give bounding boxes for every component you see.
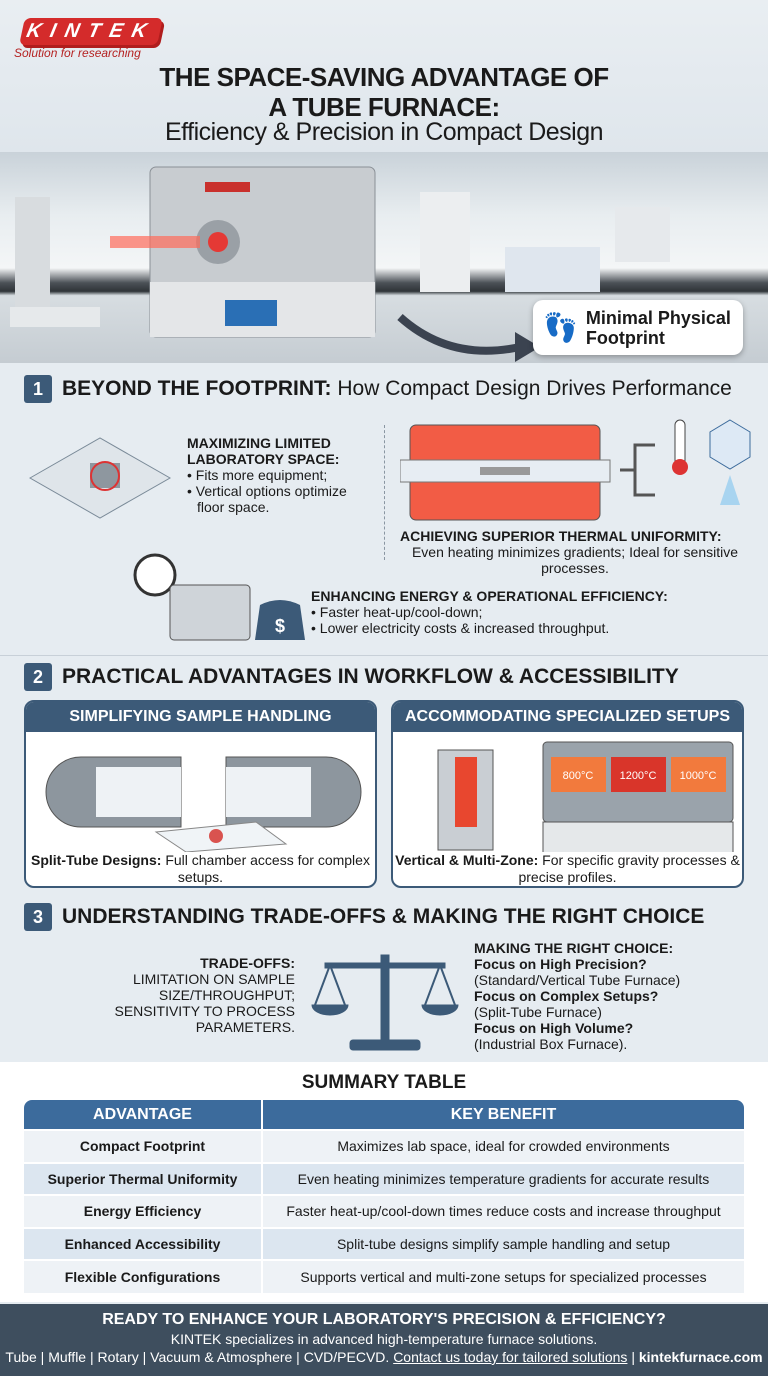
tradeoffs-heading: TRADE-OFFS: [200,955,295,971]
space-block: MAXIMIZING LIMITED LABORATORY SPACE: • F… [187,435,377,515]
kintek-logo[interactable]: KINTEK [19,18,163,45]
choice-answer: (Industrial Box Furnace). [474,1036,628,1052]
space-heading: MAXIMIZING LIMITED LABORATORY SPACE: [187,435,340,467]
lab-scene-illustration [10,166,670,362]
footprint-icon: 👣 [543,312,578,343]
section-1-header: 1 BEYOND THE FOOTPRINT: How Compact Desi… [24,374,732,404]
column-header: ADVANTAGE [24,1100,263,1130]
website-link[interactable]: kintekfurnace.com [638,1349,763,1365]
split-tube-card: SIMPLIFYING SAMPLE HANDLING Split-Tube D… [24,700,377,888]
separator: | [627,1349,639,1365]
vertical-multizone-illustration: 800°C 1200°C 1000°C [437,741,734,858]
tradeoff-line: SENSITIVITY TO PROCESS [114,1003,296,1019]
dollar-icon: $ [275,616,285,636]
zone-temp: 800°C [563,770,594,782]
section-title: How Compact Design Drives Performance [331,377,732,400]
zone-temp: 1200°C [620,770,657,782]
energy-bullet: • Lower electricity costs & increased th… [311,620,610,636]
section-number: 1 [24,375,52,403]
thermal-text: Even heating minimizes gradients; Ideal … [411,544,739,576]
contact-link[interactable]: Contact us today for tailored solutions [393,1349,628,1365]
advantage-cell: Flexible Configurations [24,1259,263,1293]
summary-title: SUMMARY TABLE [301,1072,467,1093]
benefit-cell: Even heating minimizes temperature gradi… [262,1161,744,1195]
benefit-cell: Supports vertical and multi-zone setups … [262,1259,744,1293]
benefit-cell: Split-tube designs simplify sample handl… [262,1226,744,1260]
advantage-cell: Superior Thermal Uniformity [24,1161,263,1195]
space-bullet: • Vertical options optimize floor space. [187,483,347,515]
thermal-block: ACHIEVING SUPERIOR THERMAL UNIFORMITY: E… [400,528,750,576]
tradeoffs-block: TRADE-OFFS: LIMITATION ON SAMPLE SIZE/TH… [90,955,296,1035]
badge-label: Minimal Physical Footprint [585,307,731,348]
clock-icon [133,553,177,597]
caption: For specific gravity processes & precise… [518,852,740,885]
energy-illustration: $ [133,553,305,641]
section-2-header: 2 PRACTICAL ADVANTAGES IN WORKFLOW & ACC… [24,662,679,692]
page-subtitle: Efficiency & Precision in Compact Design [164,118,604,146]
right-choice-block: MAKING THE RIGHT CHOICE: Focus on High P… [474,940,754,1052]
benefit-cell: Faster heat-up/cool-down times reduce co… [262,1194,744,1228]
choice-question: Focus on High Precision? [474,956,647,972]
footer-headline: READY TO ENHANCE YOUR LABORATORY'S PRECI… [102,1311,666,1328]
thermal-heading: ACHIEVING SUPERIOR THERMAL UNIFORMITY: [400,528,722,544]
footer: READY TO ENHANCE YOUR LABORATORY'S PRECI… [0,1304,768,1376]
energy-block: ENHANCING ENERGY & OPERATIONAL EFFICIENC… [311,588,731,636]
energy-bullet: • Faster heat-up/cool-down; [311,604,483,620]
caption-bold: Split-Tube Designs: [31,852,162,868]
thermal-uniformity-illustration [400,419,751,521]
footprint-badge: 👣 Minimal Physical Footprint [533,300,743,355]
advantage-cell: Energy Efficiency [24,1194,263,1228]
lab-space-illustration [28,437,172,519]
section-title: PRACTICAL ADVANTAGES IN WORKFLOW & ACCES… [62,665,679,688]
divider [384,425,385,560]
page-title-line2: A TUBE FURNACE: [268,92,500,122]
column-header: KEY BENEFIT [262,1100,744,1130]
card-header: ACCOMMODATING SPECIALIZED SETUPS [393,702,742,732]
choice-heading: MAKING THE RIGHT CHOICE: [474,940,674,956]
section-number: 2 [24,663,52,691]
caption: Full chamber access for complex setups. [161,852,370,885]
card-header: SIMPLIFYING SAMPLE HANDLING [26,702,375,732]
section-3-header: 3 UNDERSTANDING TRADE-OFFS & MAKING THE … [24,902,704,932]
section-number: 3 [24,903,52,931]
energy-heading: ENHANCING ENERGY & OPERATIONAL EFFICIENC… [311,588,668,604]
specialized-setups-card: ACCOMMODATING SPECIALIZED SETUPS 800°C 1… [391,700,744,888]
balance-scale-icon [311,954,459,1051]
choice-answer: (Standard/Vertical Tube Furnace) [474,972,681,988]
page-title-line1: THE SPACE-SAVING ADVANTAGE OF [159,62,609,92]
space-bullet: • Fits more equipment; [187,467,328,483]
advantage-cell: Enhanced Accessibility [24,1226,263,1260]
tradeoff-line: PARAMETERS. [195,1019,295,1035]
caption-bold: Vertical & Multi-Zone: [395,852,539,868]
choice-answer: (Split-Tube Furnace) [474,1004,602,1020]
choice-question: Focus on High Volume? [474,1020,634,1036]
footer-text: KINTEK specializes in advanced high-temp… [170,1331,598,1347]
section-title-bold: BEYOND THE FOOTPRINT: [62,377,332,400]
split-tube-illustration [45,756,362,853]
tagline: Solution for researching [14,46,141,60]
zone-temp: 1000°C [680,770,717,782]
section-title: UNDERSTANDING TRADE-OFFS & MAKING THE RI… [62,905,705,928]
footer-products: Tube | Muffle | Rotary | Vacuum & Atmosp… [5,1349,394,1365]
advantage-cell: Compact Footprint [24,1129,263,1163]
tradeoff-line: SIZE/THROUGHPUT; [158,987,295,1003]
tradeoff-line: LIMITATION ON SAMPLE [132,971,295,987]
benefit-cell: Maximizes lab space, ideal for crowded e… [262,1129,744,1163]
choice-question: Focus on Complex Setups? [474,988,659,1004]
